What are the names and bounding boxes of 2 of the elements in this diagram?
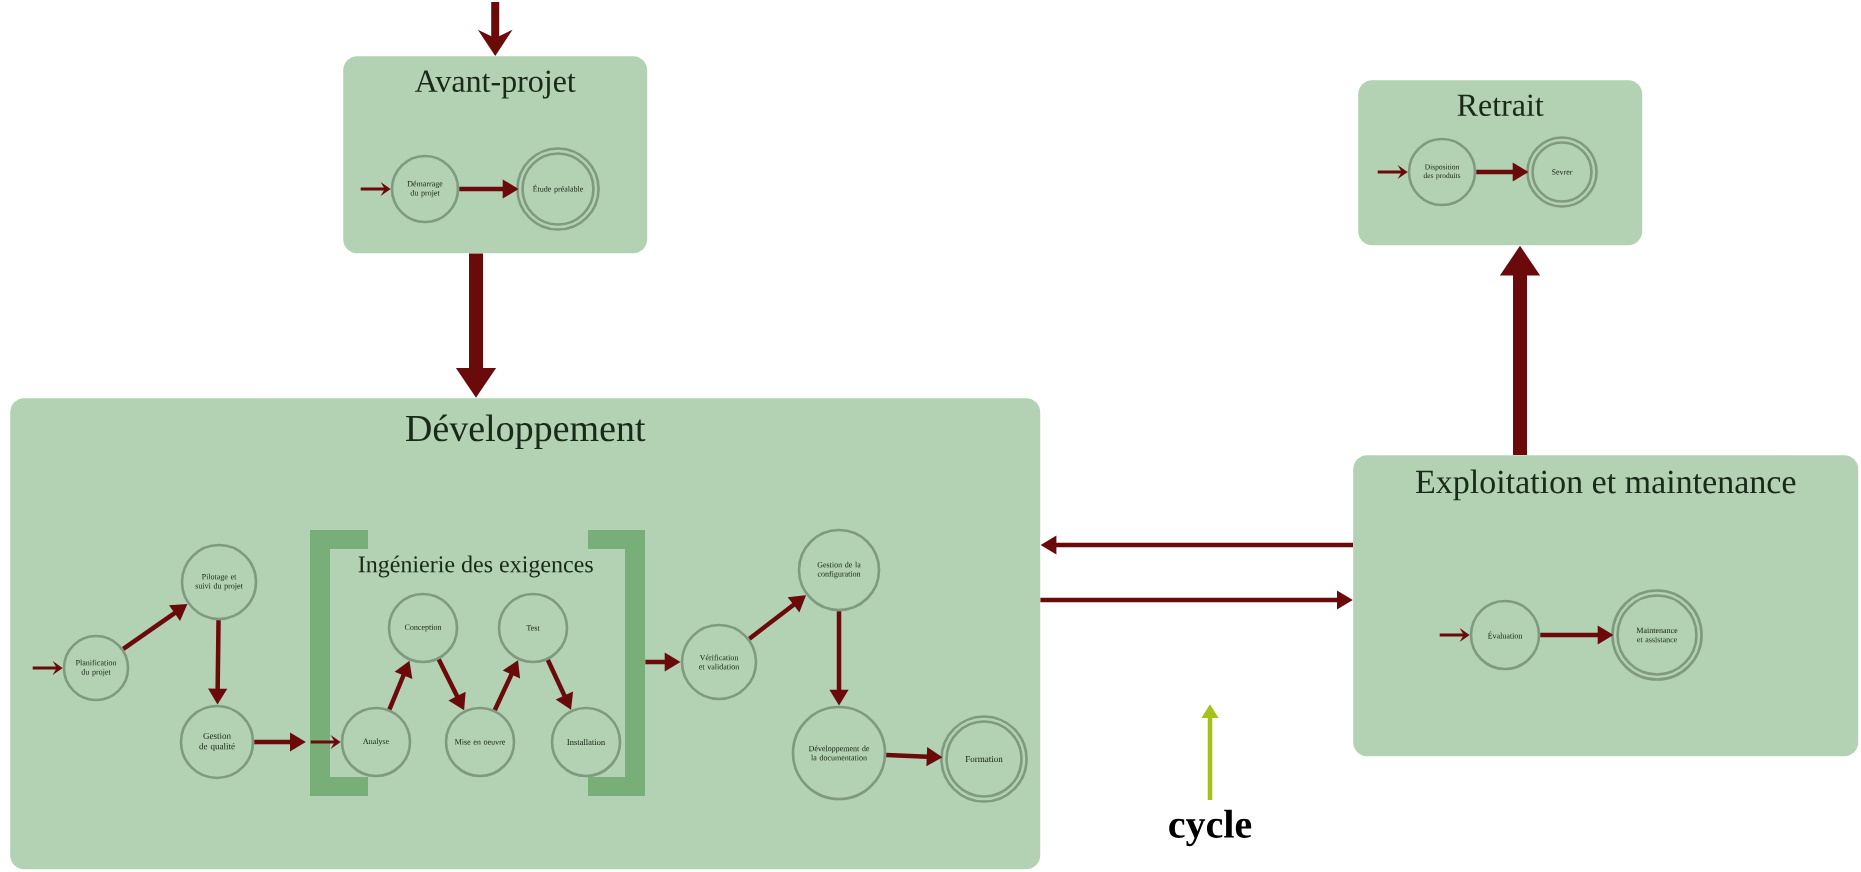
node-label: Ingénierie des exigences bbox=[358, 555, 593, 578]
caption-text: cycle bbox=[1169, 809, 1252, 847]
